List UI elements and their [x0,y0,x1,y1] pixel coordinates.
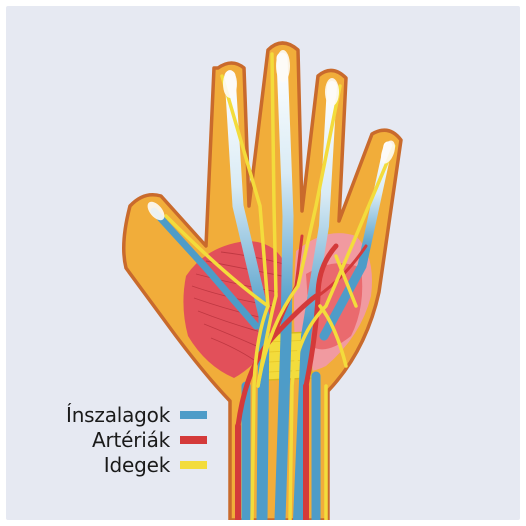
legend-label: Artériák [92,428,170,452]
diagram-panel: Ínszalagok Artériák Idegek [6,6,520,520]
artery-color-swatch [180,436,207,444]
legend-item-arteries: Artériák [66,427,207,452]
tendon-color-swatch [180,411,207,419]
legend-label: Ínszalagok [66,403,170,427]
legend: Ínszalagok Artériák Idegek [66,402,207,477]
legend-item-nerves: Idegek [66,452,207,477]
nerve-color-swatch [180,461,207,469]
legend-label: Idegek [104,453,170,477]
legend-item-tendons: Ínszalagok [66,402,207,427]
